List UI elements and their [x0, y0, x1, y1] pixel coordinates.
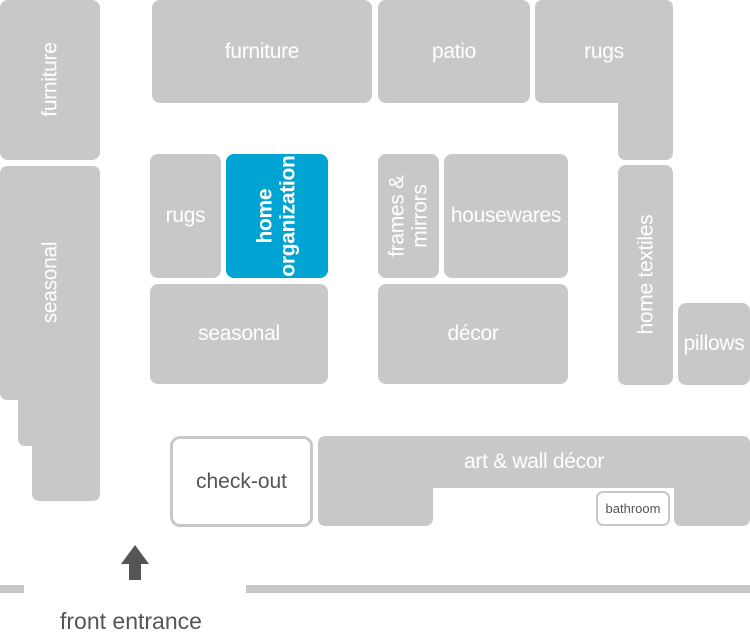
- department-frames-mirrors[interactable]: frames & mirrors: [378, 154, 439, 278]
- front-entrance-label: front entrance: [60, 608, 202, 634]
- department-label: art & wall décor: [464, 450, 604, 473]
- facility-label: bathroom: [605, 501, 661, 516]
- facility-bathroom[interactable]: bathroom: [596, 491, 670, 526]
- department-label: décor: [447, 322, 499, 345]
- department-label: pillows: [683, 332, 745, 355]
- wall-bottom-left: [0, 585, 24, 593]
- department-label: rugs: [584, 39, 624, 63]
- department-decor[interactable]: décor: [378, 284, 568, 384]
- wall-bottom-right: [246, 585, 750, 593]
- department-seasonal-center[interactable]: seasonal: [150, 284, 328, 384]
- department-art-wall-decor[interactable]: art & wall décor: [318, 436, 750, 488]
- department-furniture-left[interactable]: furniture: [0, 0, 100, 160]
- department-label: furniture: [224, 39, 300, 63]
- department-furniture-top[interactable]: furniture: [152, 0, 372, 103]
- department-pillows[interactable]: pillows: [678, 303, 750, 385]
- department-home-textiles[interactable]: home textiles: [618, 165, 673, 385]
- department-rugs-center[interactable]: rugs: [150, 154, 221, 278]
- department-label: housewares: [450, 204, 562, 227]
- department-check-out[interactable]: check-out: [170, 436, 313, 527]
- department-label: check-out: [195, 469, 288, 493]
- department-label: seasonal: [198, 322, 280, 345]
- department-label: patio: [431, 39, 477, 63]
- department-label: rugs: [165, 204, 206, 227]
- department-housewares[interactable]: housewares: [444, 154, 568, 278]
- department-home-organization[interactable]: home organization: [226, 154, 328, 278]
- department-patio[interactable]: patio: [378, 0, 530, 103]
- department-rugs-top[interactable]: rugs: [535, 0, 673, 103]
